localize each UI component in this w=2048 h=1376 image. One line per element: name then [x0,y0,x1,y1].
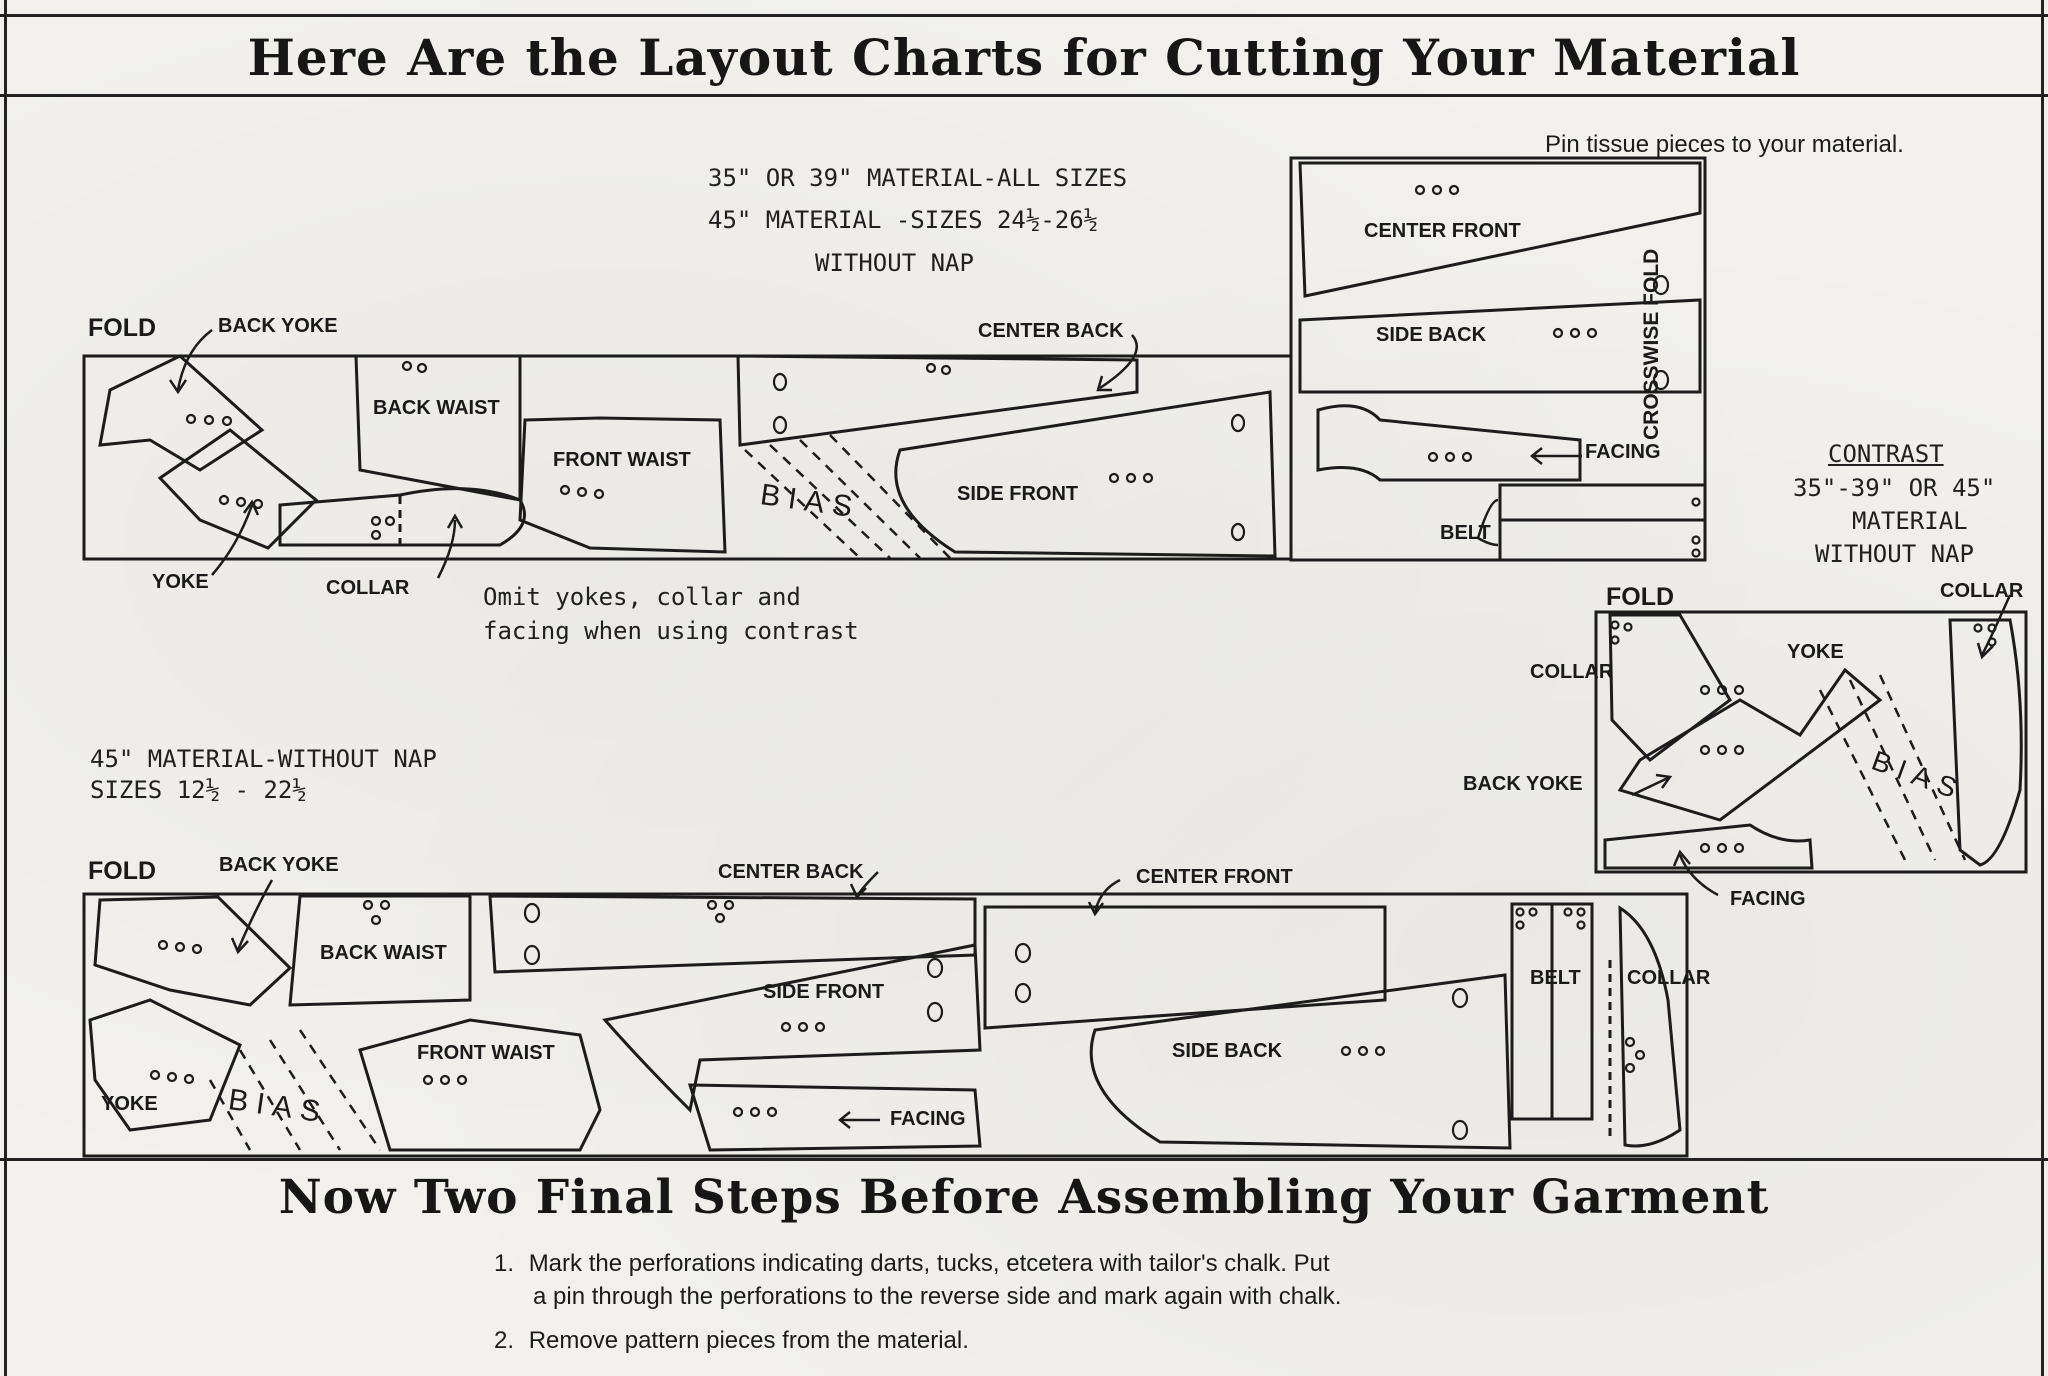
layout1-back-waist-label: BACK WAIST [373,397,500,419]
contrast-arrows [1631,594,2012,897]
l2-back-waist-piece [288,894,472,1007]
l2-back-yoke-piece [93,895,293,1007]
layout2-collar-label: COLLAR [1627,967,1711,989]
contrast-back-yoke-piece [1617,667,1883,822]
contrast-collar-piece [1948,618,2023,867]
layout2-center-front-label: CENTER FRONT [1136,866,1293,888]
step-1-continued: a pin through the perforations to the re… [533,1283,1341,1311]
layout1-yoke-label: YOKE [152,571,209,593]
omit-note-line2: facing when using contrast [483,617,859,645]
back-yoke-piece [98,354,265,472]
layout1-spec-line2: 45" MATERIAL -SIZES 24½-26½ [708,206,1099,234]
right-border [2041,0,2044,1376]
layout2-arrows [230,871,1121,1129]
contrast-yoke-label: YOKE [1787,641,1844,663]
layout1-side-front-label: SIDE FRONT [957,483,1079,505]
layout2-front-waist-label: FRONT WAIST [417,1042,555,1064]
facing-piece [1316,404,1582,482]
layout2-spec-line1: 45" MATERIAL-WITHOUT NAP [90,745,437,773]
layout1-belt-label: BELT [1440,522,1491,544]
contrast-collar-right-label: COLLAR [1940,580,2024,602]
contrast-diagram [1594,610,2028,874]
l2-center-front-piece [983,905,1387,1030]
top-rule [0,14,2048,17]
back-waist-piece [354,354,522,502]
layout1-spec-line1: 35" OR 39" MATERIAL-ALL SIZES [708,164,1128,192]
layout2-center-back-label: CENTER BACK [718,861,864,883]
step-1-line1: Mark the perforations indicating darts, … [528,1250,1330,1277]
layout1-collar-label: COLLAR [326,577,410,599]
layout1-arrows [168,328,1582,579]
pin-note: Pin tissue pieces to your material. [1545,131,1904,158]
yoke-piece [157,428,319,550]
layout1-facing-label: FACING [1585,441,1661,463]
contrast-fold-label: FOLD [1606,583,1675,611]
layout2-fold-label: FOLD [88,857,157,885]
heading-rule [0,94,2048,97]
side-front-piece [894,390,1277,558]
belt-piece [1498,483,1707,562]
side-back-piece [1298,298,1702,394]
contrast-yoke-piece [1608,613,1732,763]
contrast-line2: 35"-39" OR 45" [1793,474,1996,502]
layout1-back-yoke-label: BACK YOKE [218,315,338,337]
layout1-spec-line3: WITHOUT NAP [815,249,974,277]
layout2-spec-line2: SIZES 12½ - 22½ [90,776,307,804]
layout2-yoke-label: YOKE [101,1093,158,1115]
contrast-line3: MATERIAL [1852,507,1968,535]
contrast-back-yoke-label: BACK YOKE [1463,773,1583,795]
layout2-back-waist-label: BACK WAIST [320,942,447,964]
left-border [4,0,7,1376]
contrast-title: CONTRAST [1828,440,1944,468]
layout2-side-back-label: SIDE BACK [1172,1040,1283,1062]
bottom-section-rule [0,1158,2048,1161]
layout2-back-yoke-label: BACK YOKE [219,854,339,876]
layout1-front-waist-label: FRONT WAIST [553,449,691,471]
contrast-perforations [1610,620,1997,854]
step-2: 2. Remove pattern pieces from the materi… [494,1327,969,1355]
layout2-belt-label: BELT [1530,967,1581,989]
contrast-facing-piece [1603,823,1814,870]
collar-piece [278,487,526,547]
contrast-collar-left-label: COLLAR [1530,661,1614,683]
step-1-line2: a pin through the perforations to the re… [533,1283,1342,1310]
step-1-number: 1. [494,1250,515,1277]
contrast-line4: WITHOUT NAP [1815,540,1974,568]
l2-collar-piece [1618,905,1682,1148]
layout1-center-front-label: CENTER FRONT [1364,220,1521,242]
layout1-side-back-label: SIDE BACK [1376,324,1487,346]
layout-charts-heading: Here Are the Layout Charts for Cutting Y… [247,28,1801,87]
layout2-perforations [149,899,1646,1141]
layout1-diagram [82,156,1707,562]
layout1-fold-label: FOLD [88,314,157,342]
l2-side-front-piece [602,943,982,1114]
l2-facing-piece [687,1083,982,1152]
l2-side-back-piece [1089,973,1512,1150]
layout2-fabric-outline [82,892,1689,1158]
contrast-facing-label: FACING [1730,888,1806,910]
step-2-number: 2. [494,1327,515,1354]
layout2-facing-label: FACING [890,1108,966,1130]
step-1: 1. Mark the perforations indicating dart… [494,1250,1994,1278]
step-2-line1: Remove pattern pieces from the material. [528,1327,969,1354]
center-front-piece [1298,161,1702,298]
l2-front-waist-piece [358,1018,602,1152]
layout2-side-front-label: SIDE FRONT [763,981,885,1003]
layout2-diagram [82,892,1689,1158]
crosswise-fold-label: CROSSWISE FOLD [1640,248,1663,440]
omit-note-line1: Omit yokes, collar and [483,583,801,611]
center-back-piece [736,354,1139,447]
l2-yoke-piece [88,998,242,1132]
final-steps-heading: Now Two Final Steps Before Assembling Yo… [278,1170,1770,1225]
front-waist-piece [518,416,727,554]
layout1-bias-lines [744,434,951,559]
layout1-center-back-label: CENTER BACK [978,320,1124,342]
